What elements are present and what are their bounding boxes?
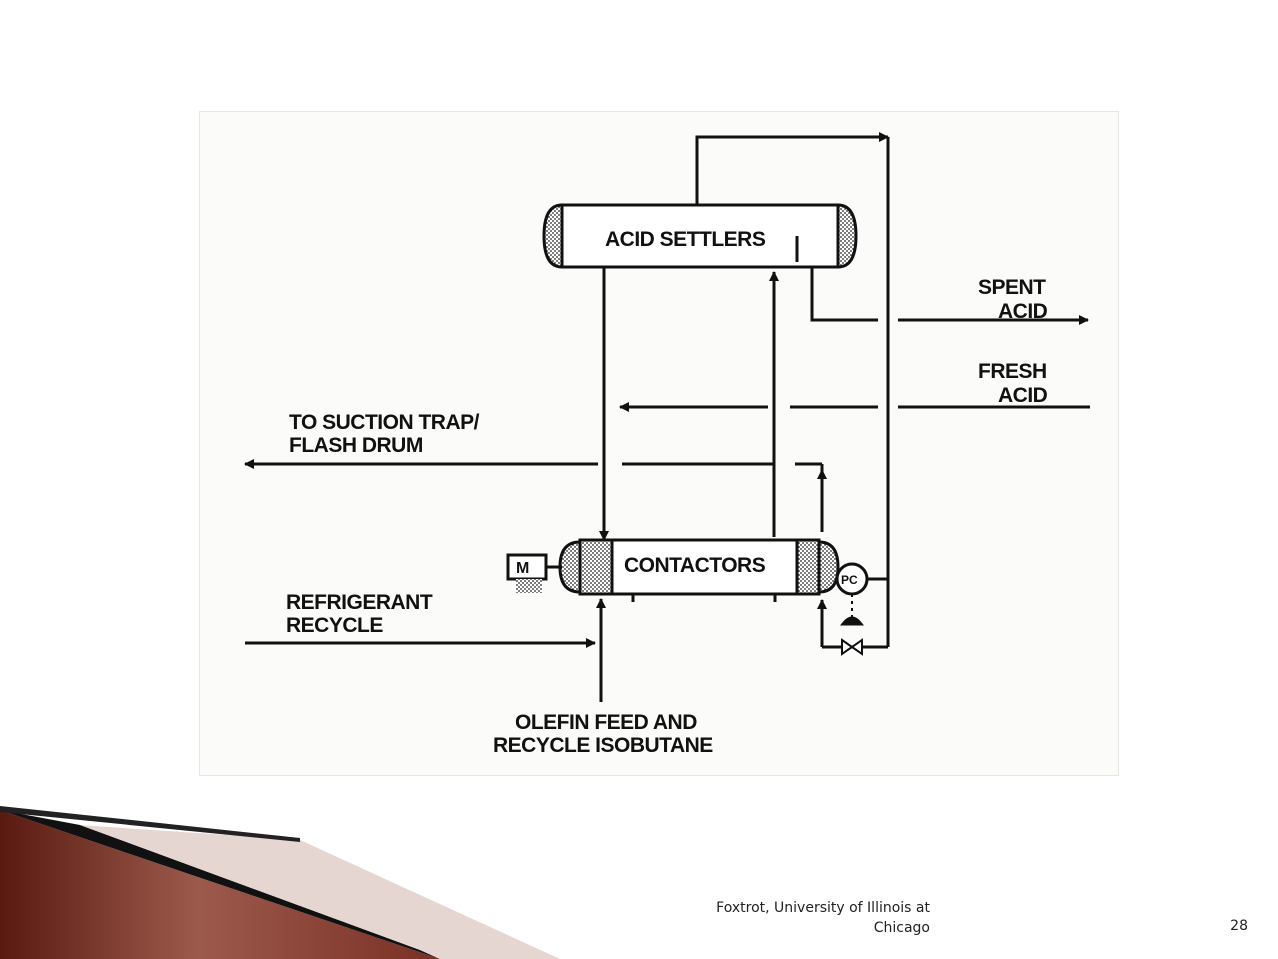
motor bbox=[506, 553, 562, 593]
footer-line-2: Chicago bbox=[873, 920, 930, 936]
olefin-feed-label-2: RECYCLE ISOBUTANE bbox=[493, 734, 713, 757]
fresh-acid-label-2: ACID bbox=[998, 384, 1048, 407]
suction-trap-label-2: FLASH DRUM bbox=[289, 434, 423, 457]
contactors-label: CONTACTORS bbox=[624, 554, 766, 577]
control-valve-actuator bbox=[839, 616, 865, 626]
settler-vapor-line bbox=[695, 132, 889, 205]
light-wedge bbox=[80, 825, 560, 959]
olefin-feed-label-1: OLEFIN FEED AND bbox=[515, 711, 697, 734]
refrigerant-label-2: RECYCLE bbox=[286, 614, 383, 637]
acid-settlers-vessel bbox=[542, 203, 858, 269]
black-stripe bbox=[0, 810, 440, 959]
footer-line-1: Foxtrot, University of Illinois at bbox=[716, 900, 930, 916]
pc-label: PC bbox=[841, 573, 858, 587]
page-number: 28 bbox=[1230, 918, 1248, 934]
acid-settlers-label: ACID SETTLERS bbox=[605, 228, 766, 251]
control-valve bbox=[841, 638, 863, 656]
thin-stripe bbox=[0, 806, 300, 842]
contactors-vessel bbox=[558, 538, 840, 602]
motor-label: M bbox=[516, 560, 529, 577]
fresh-acid-label-1: FRESH bbox=[978, 360, 1047, 383]
spent-acid-label-1: SPENT bbox=[978, 276, 1046, 299]
refrigerant-label-1: REFRIGERANT bbox=[286, 591, 433, 614]
footer-attribution: Foxtrot, University of Illinois at Chica… bbox=[640, 898, 930, 938]
suction-trap-label-1: TO SUCTION TRAP/ bbox=[289, 411, 480, 434]
process-diagram: ACID SETTLERS CONTACTORS M PC SPENT ACID… bbox=[199, 111, 1119, 776]
spent-acid-label-2: ACID bbox=[998, 300, 1048, 323]
corner-decoration bbox=[0, 806, 560, 959]
spent-acid-line bbox=[795, 236, 878, 322]
